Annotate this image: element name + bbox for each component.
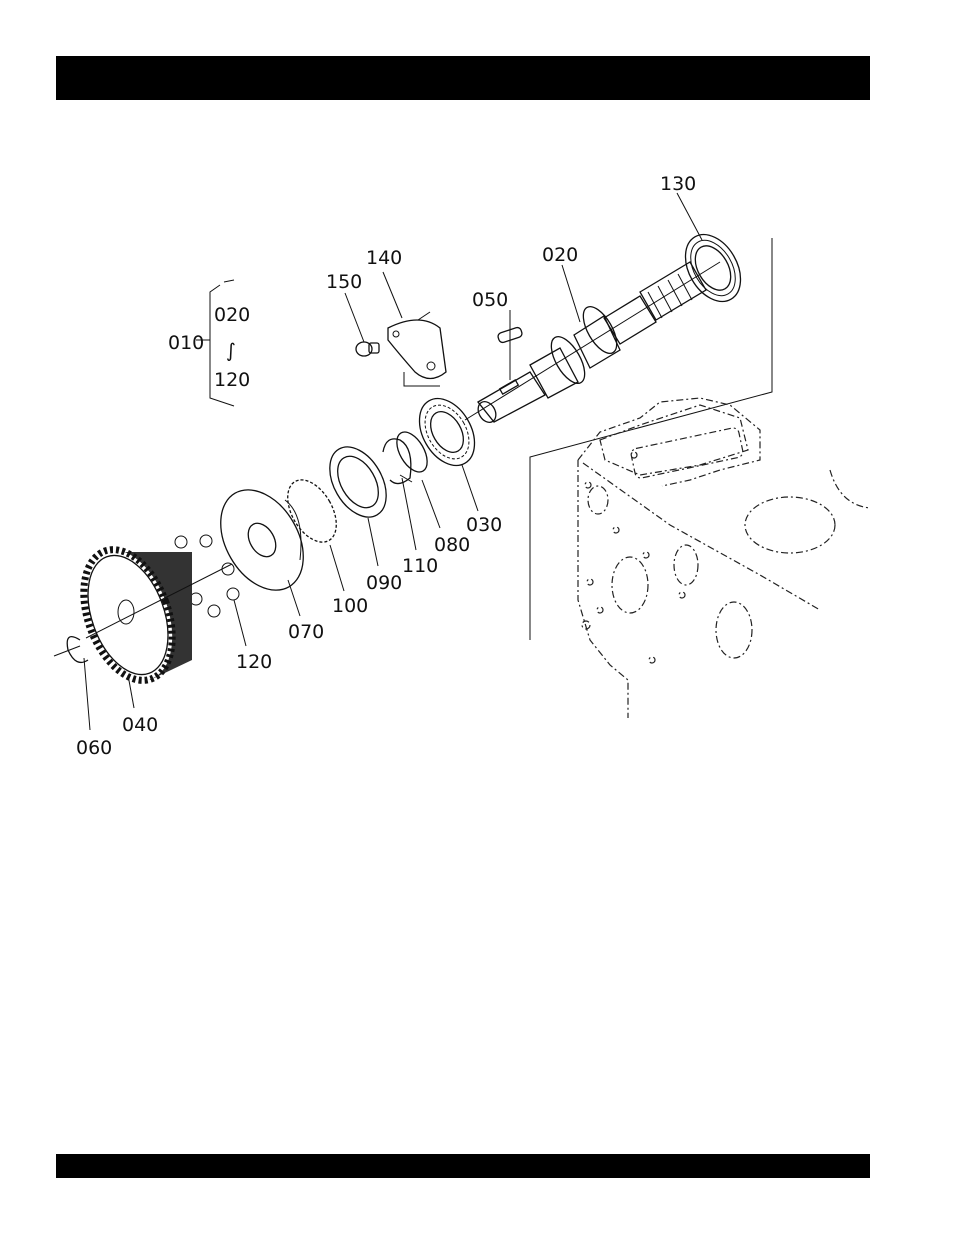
callout-130: 130 bbox=[660, 173, 696, 195]
collar-090 bbox=[318, 437, 398, 527]
callout-060: 060 bbox=[76, 737, 112, 759]
gear-040 bbox=[67, 537, 192, 692]
bearing-030 bbox=[408, 389, 486, 475]
callout-080: 080 bbox=[434, 534, 470, 556]
circlip-060 bbox=[54, 637, 88, 663]
callout-050: 050 bbox=[472, 289, 508, 311]
label-group-range-mark: ∫ bbox=[226, 340, 236, 362]
callout-030: 030 bbox=[466, 514, 502, 536]
callout-150: 150 bbox=[326, 271, 362, 293]
label-group-from: 020 bbox=[214, 304, 250, 326]
bolt-150 bbox=[356, 342, 379, 356]
snap-rings-080-110 bbox=[383, 427, 433, 484]
label-group-to: 120 bbox=[214, 369, 250, 391]
callout-070: 070 bbox=[288, 621, 324, 643]
crankcase-outline bbox=[530, 238, 870, 718]
camshaft bbox=[465, 262, 720, 426]
ball-retainer-100 bbox=[278, 472, 347, 551]
footer-bar bbox=[56, 1154, 870, 1178]
label-assembly-010: 010 bbox=[168, 332, 204, 354]
callout-090: 090 bbox=[366, 572, 402, 594]
callout-100: 100 bbox=[332, 595, 368, 617]
callout-040: 040 bbox=[122, 714, 158, 736]
cover-plate-140 bbox=[388, 312, 446, 386]
callout-140: 140 bbox=[366, 247, 402, 269]
callout-110: 110 bbox=[402, 555, 438, 577]
callout-020: 020 bbox=[542, 244, 578, 266]
bearing-130 bbox=[674, 225, 752, 311]
flange-070 bbox=[204, 475, 320, 605]
callout-120: 120 bbox=[236, 651, 272, 673]
